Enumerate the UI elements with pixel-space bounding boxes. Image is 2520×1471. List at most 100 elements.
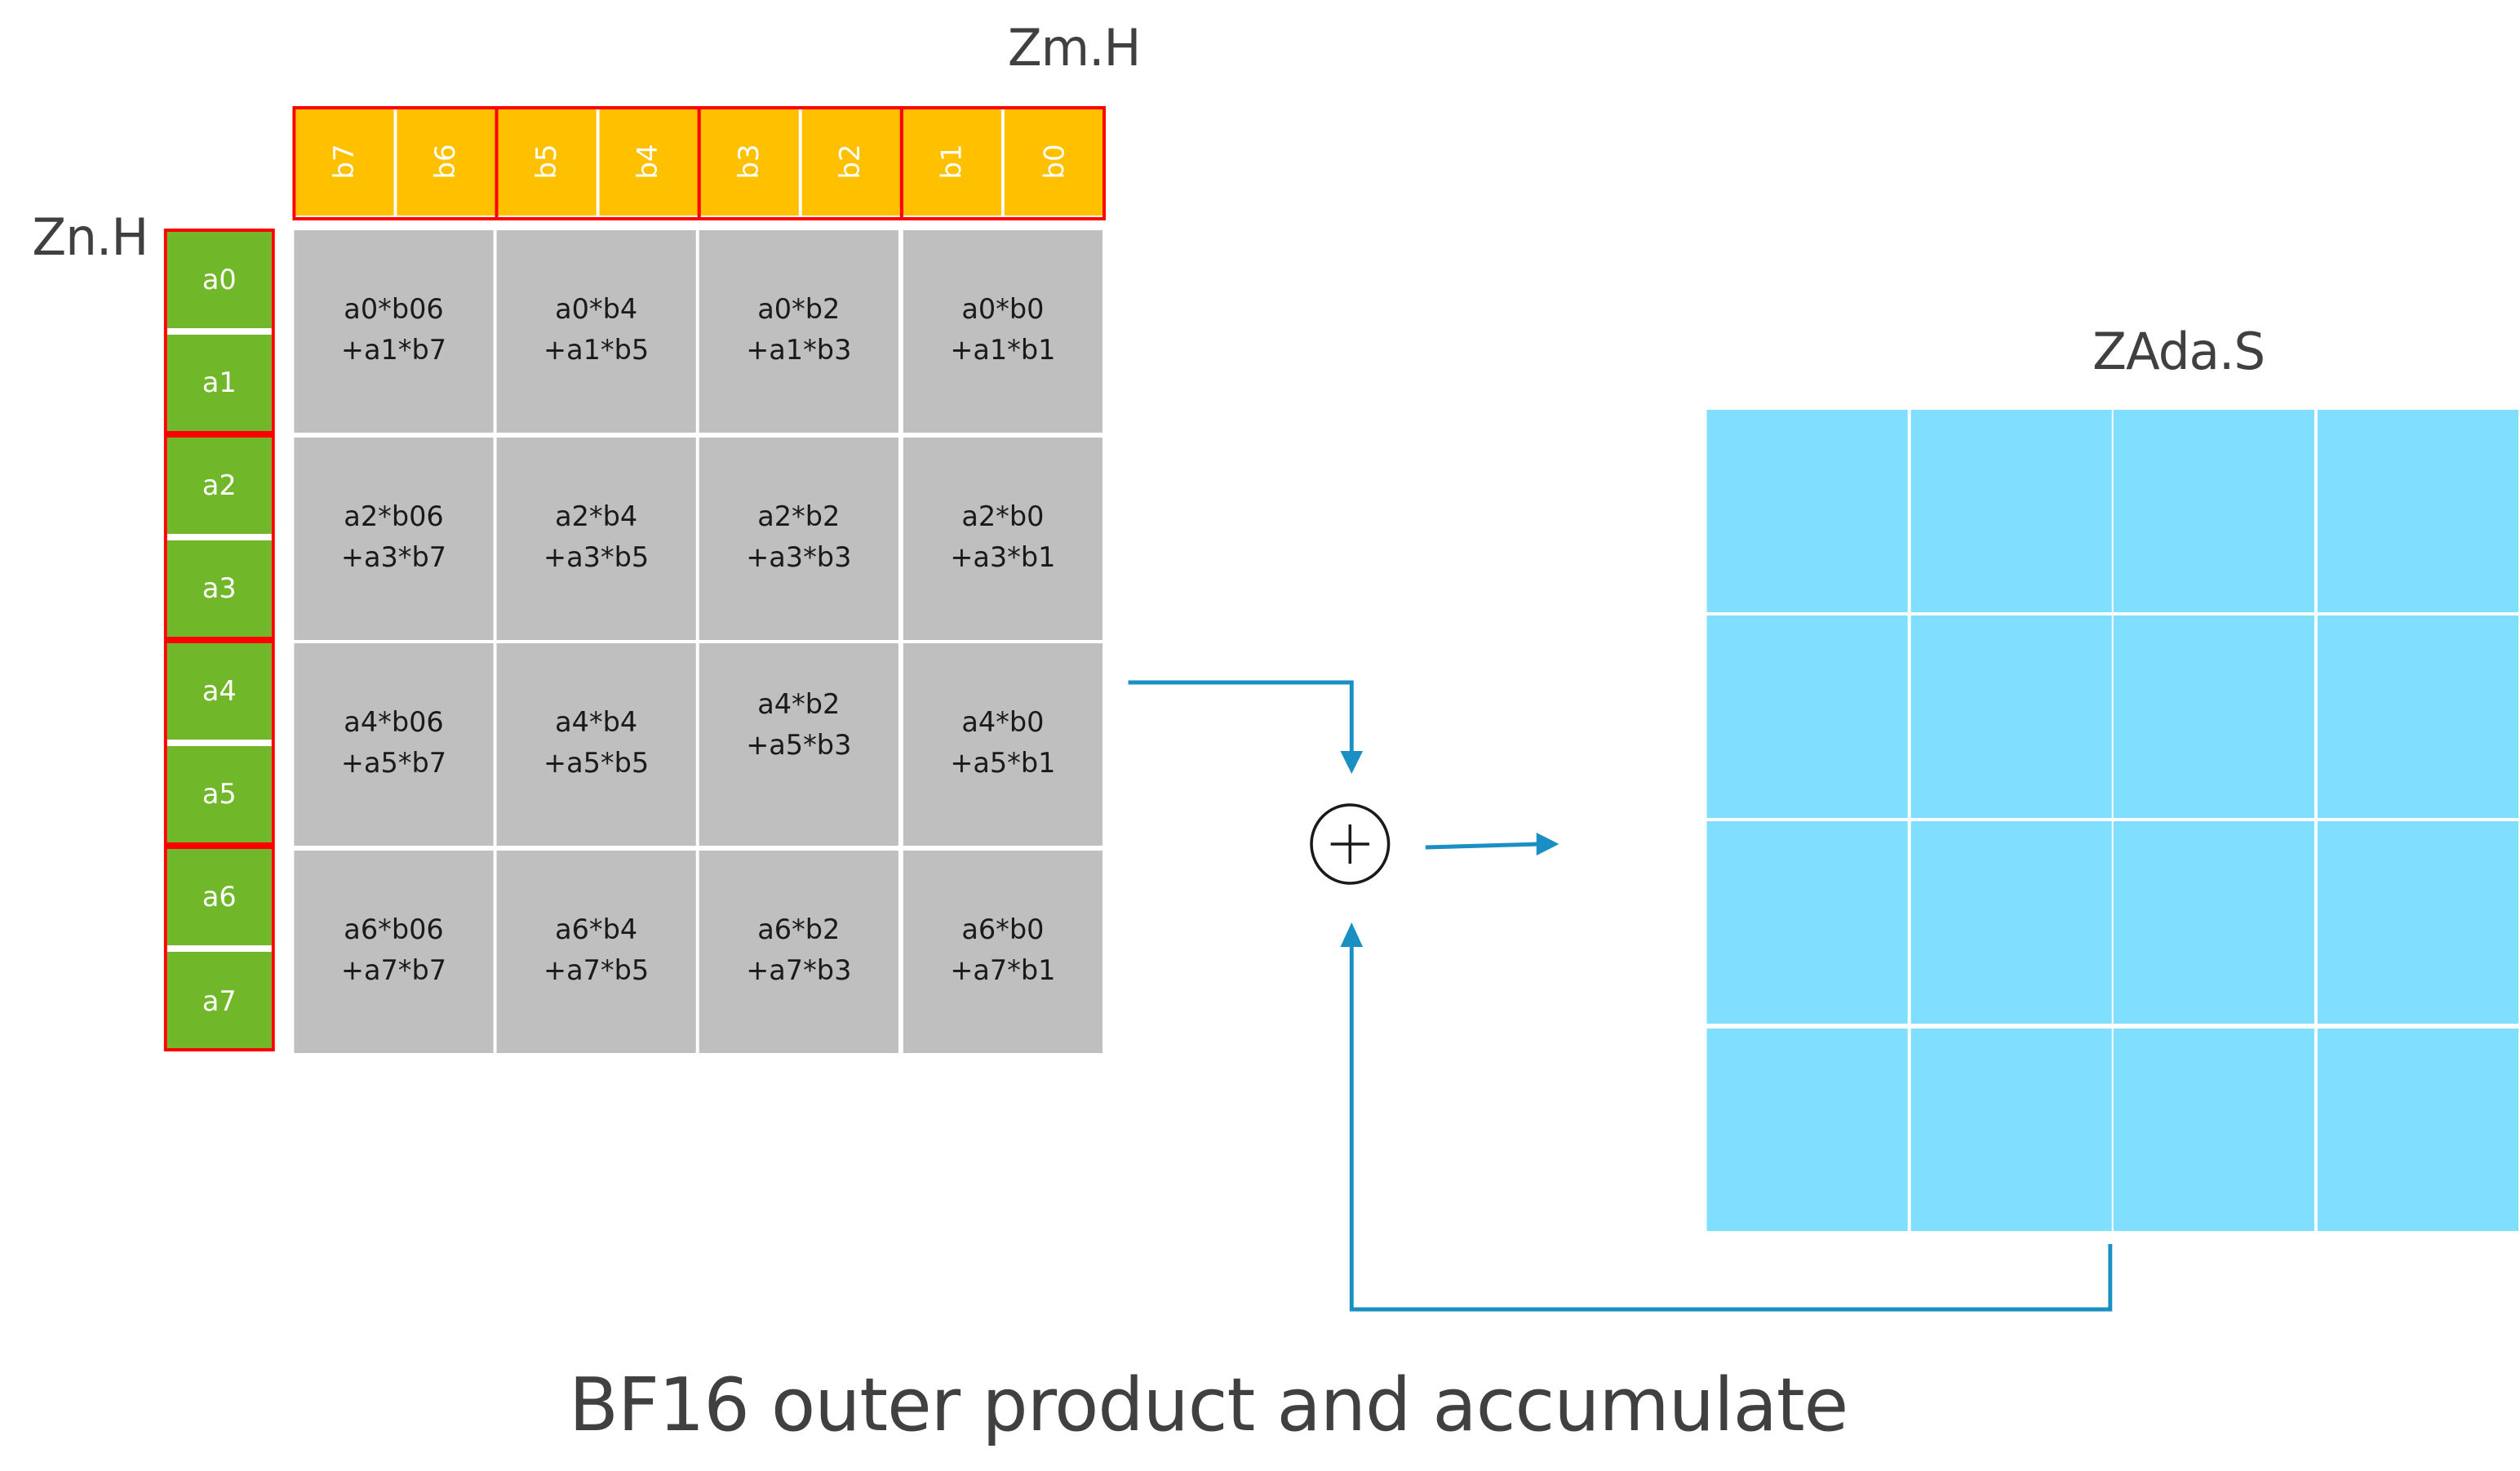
product-term: +a1*b3 (746, 335, 852, 367)
zada-cell (2317, 616, 2519, 818)
product-term: +a1*b7 (340, 335, 447, 367)
zn-cell-label: a5 (202, 778, 237, 811)
product-term: +a5*b5 (543, 748, 650, 780)
zn-cell-label: a6 (202, 881, 237, 913)
arrowhead-up (1340, 922, 1364, 947)
product-term: a4*b2 (757, 689, 841, 722)
product-term: a0*b4 (555, 294, 638, 327)
zn-cell-label: a2 (202, 469, 237, 502)
zn-cell: a1 (166, 335, 272, 434)
zada-cell (1706, 410, 1908, 612)
zn-pair-outline (163, 846, 275, 1051)
zada-cell (1706, 821, 1908, 1024)
product-cell: a6*b0+a7*b1 (903, 851, 1103, 1053)
zn-pair-outline (163, 640, 275, 846)
product-term: +a5*b7 (340, 748, 447, 780)
product-term: +a3*b5 (543, 542, 650, 575)
zn-cell: a7 (166, 952, 272, 1051)
product-term: a2*b2 (757, 501, 841, 534)
product-cell: a2*b2 +a3*b3 (699, 438, 898, 640)
zm-cell: b4 (599, 108, 701, 216)
product-term: +a7*b3 (746, 955, 852, 988)
zn-cell: a4 (166, 643, 272, 743)
product-cell: a0*b0 +a1*b1 (903, 230, 1103, 433)
zada-cell (1910, 616, 2112, 818)
zada-cell (1706, 616, 1908, 818)
product-term: a0*b0 (961, 294, 1045, 327)
adder-to-zada-arrow (1425, 842, 1540, 850)
zada-feedback-arrow (1349, 944, 2113, 1312)
product-term: a0*b06 (344, 294, 444, 327)
product-cell: a6*b4 +a7*b5 (496, 851, 696, 1053)
zada-cell (1910, 1029, 2112, 1231)
product-term: +a1*b5 (543, 335, 650, 367)
zn-pair-outline (163, 229, 275, 434)
zn-cell: a0 (166, 232, 272, 331)
product-term: a4*b0 (961, 707, 1045, 740)
product-term: a6*b06 (344, 914, 444, 947)
product-term: +a7*b5 (543, 955, 650, 988)
zm-label: Zm.H (1007, 20, 1142, 78)
zm-cell: b0 (1004, 108, 1106, 216)
zada-cell (1910, 821, 2112, 1024)
product-cell: a2*b0 +a3*b1 (903, 438, 1103, 640)
zn-pair-outline (163, 434, 275, 640)
zn-cell-label: a7 (202, 985, 237, 1018)
product-term: a2*b0 (961, 501, 1045, 534)
product-cell: a0*b4 +a1*b5 (496, 230, 696, 433)
zada-cell (1706, 1029, 1908, 1231)
product-term: +a1*b1 (950, 335, 1056, 367)
product-term: +a5*b3 (746, 730, 852, 762)
zada-cell (2317, 821, 2519, 1024)
zm-cell: b3 (700, 108, 802, 216)
arrowhead-right (1536, 833, 1559, 855)
zm-cell: b1 (903, 108, 1005, 216)
product-cell: a0*b06 +a1*b7 (294, 230, 494, 433)
product-cell: a2*b4 +a3*b5 (496, 438, 696, 640)
product-term: a6*b4 (555, 914, 638, 947)
zada-cell (2317, 1029, 2519, 1231)
arrowhead-down (1340, 751, 1364, 774)
zada-cell (2113, 616, 2314, 818)
zada-label: ZAda.S (2092, 323, 2265, 382)
zn-cell: a3 (166, 540, 272, 640)
product-term: a4*b4 (555, 707, 638, 740)
zada-cell (2317, 410, 2519, 612)
zn-cell-label: a4 (202, 675, 237, 708)
product-term: a2*b4 (555, 501, 638, 534)
zada-cell (2113, 410, 2314, 612)
zn-cell-label: a0 (202, 264, 237, 296)
product-term: a0*b2 (757, 294, 841, 327)
product-term: +a3*b3 (746, 542, 852, 575)
product-cell: a4*b06 +a5*b7 (294, 643, 494, 846)
product-term: a6*b2 (757, 914, 841, 947)
product-cell: a6*b06 +a7*b7 (294, 851, 494, 1053)
adder-icon (1310, 803, 1391, 885)
zn-cell: a6 (166, 849, 272, 949)
product-cell: a0*b2 +a1*b3 (699, 230, 898, 433)
product-term: a4*b06 (344, 707, 444, 740)
product-cell: a4*b0 +a5*b1 (903, 643, 1103, 846)
product-cell: a4*b2 +a5*b3 (699, 643, 898, 846)
product-term: +a3*b1 (950, 542, 1056, 575)
product-term: a2*b06 (344, 501, 444, 534)
product-cell: a6*b2 +a7*b3 (699, 851, 898, 1053)
product-cell: a4*b4 +a5*b5 (496, 643, 696, 846)
zn-cell: a2 (166, 438, 272, 537)
zn-label: Zn.H (32, 209, 149, 268)
zm-pair-outline (899, 106, 1106, 220)
zada-cell (2113, 1029, 2314, 1231)
zm-cell: b6 (397, 108, 499, 216)
product-cell: a2*b06 +a3*b7 (294, 438, 494, 640)
product-term: +a7*b7 (340, 955, 447, 988)
product-term: +a7*b1 (950, 955, 1056, 988)
zn-cell: a5 (166, 746, 272, 846)
product-term: +a3*b7 (340, 542, 447, 575)
diagram-caption: BF16 outer product and accumulate (569, 1362, 1848, 1448)
zn-cell-label: a1 (202, 367, 237, 399)
product-term: +a5*b1 (950, 748, 1056, 780)
zada-cell (1910, 410, 2112, 612)
zm-cell: b5 (498, 108, 600, 216)
